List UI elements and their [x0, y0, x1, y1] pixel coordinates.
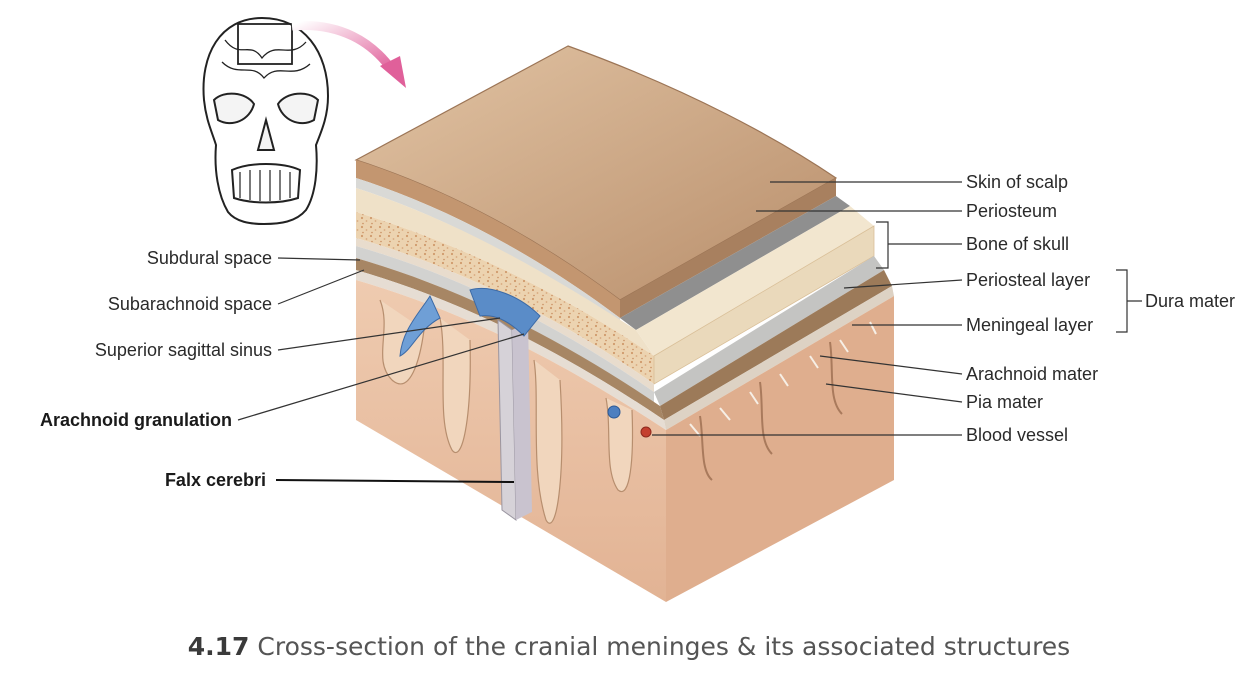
- label-superior-sagittal-sinus: Superior sagittal sinus: [95, 340, 272, 360]
- label-periosteal-layer: Periosteal layer: [966, 270, 1090, 290]
- tissue-block: [354, 45, 894, 602]
- label-skin-of-scalp: Skin of scalp: [966, 172, 1068, 192]
- figure-caption: 4.17 Cross-section of the cranial mening…: [0, 632, 1258, 661]
- label-arachnoid-granulation: Arachnoid granulation: [40, 410, 232, 430]
- label-subdural-space: Subdural space: [147, 248, 272, 268]
- label-falx-cerebri: Falx cerebri: [165, 470, 266, 490]
- label-arachnoid-mater: Arachnoid mater: [966, 364, 1098, 384]
- label-subarachnoid-space: Subarachnoid space: [108, 294, 272, 314]
- label-meningeal-layer: Meningeal layer: [966, 315, 1093, 335]
- label-periosteum: Periosteum: [966, 201, 1057, 221]
- caption-number: 4.17: [187, 632, 250, 661]
- arrow-icon: [291, 20, 406, 88]
- label-bone-of-skull: Bone of skull: [966, 234, 1069, 254]
- label-blood-vessel: Blood vessel: [966, 425, 1068, 445]
- skull-icon: [202, 16, 330, 226]
- label-pia-mater: Pia mater: [966, 392, 1043, 412]
- right-labels: Skin of scalp Periosteum Bone of skull P…: [652, 172, 1235, 445]
- caption-text: Cross-section of the cranial meninges & …: [257, 632, 1071, 661]
- left-labels: Subdural space Subarachnoid space Superi…: [40, 248, 525, 490]
- label-dura-mater: Dura mater: [1145, 291, 1235, 311]
